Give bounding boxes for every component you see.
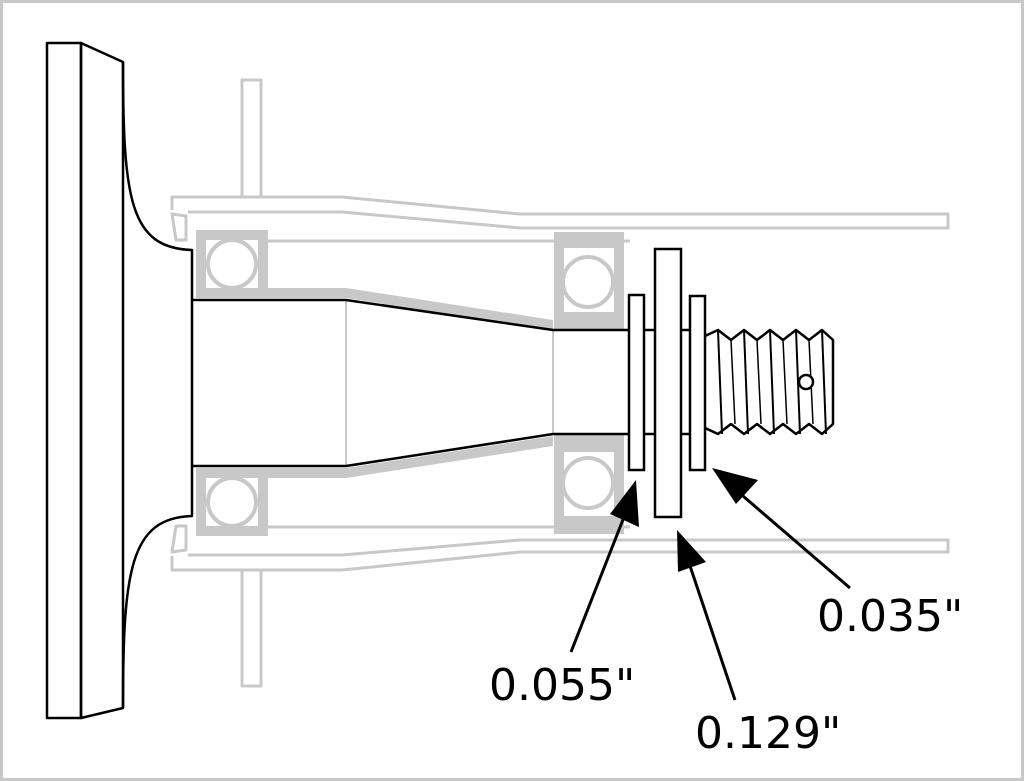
bearing-left-lower <box>196 468 268 536</box>
label-washer-inner: 0.055" <box>489 660 635 711</box>
washer-outer <box>688 294 707 472</box>
bearing-right-lower <box>554 434 624 534</box>
arrow-055-shaft <box>569 511 628 653</box>
threaded-end <box>704 328 835 436</box>
hub-neck-lower <box>121 466 194 709</box>
housing-lower-wall <box>170 538 950 572</box>
label-washer-middle: 0.129" <box>695 708 841 759</box>
washer-inner <box>627 293 646 472</box>
arrow-055-head <box>610 480 639 527</box>
shaft-upper-edge <box>192 298 630 332</box>
upper-spacer-sleeve <box>268 288 553 330</box>
arrow-035-shaft <box>735 488 851 590</box>
shaft-lower-edge <box>192 432 630 468</box>
label-washer-outer: 0.035" <box>817 591 963 642</box>
upper-seal <box>170 212 188 242</box>
washers <box>627 247 707 519</box>
bearing-right-upper <box>554 232 624 330</box>
arrow-129-head <box>677 530 706 572</box>
bearings <box>196 230 624 536</box>
arrow-035-head <box>712 468 758 504</box>
bearing-left-upper <box>196 230 268 298</box>
cotter-pin-hole <box>797 373 815 391</box>
housing-lower-rib <box>240 570 263 688</box>
thread-profile <box>704 328 835 436</box>
lower-spacer-sleeve <box>268 436 553 478</box>
hub-neck-upper <box>121 61 194 300</box>
hub-flange <box>79 41 125 720</box>
hub-face-plate <box>45 41 83 720</box>
housing <box>170 78 950 688</box>
arrow-129-shaft <box>686 559 737 701</box>
housing-upper-rib <box>240 78 263 197</box>
washer-middle <box>653 247 683 519</box>
lower-seal <box>170 524 188 554</box>
housing-upper-wall <box>170 195 950 230</box>
leader-arrows <box>569 468 851 701</box>
hub-spindle <box>45 41 690 720</box>
